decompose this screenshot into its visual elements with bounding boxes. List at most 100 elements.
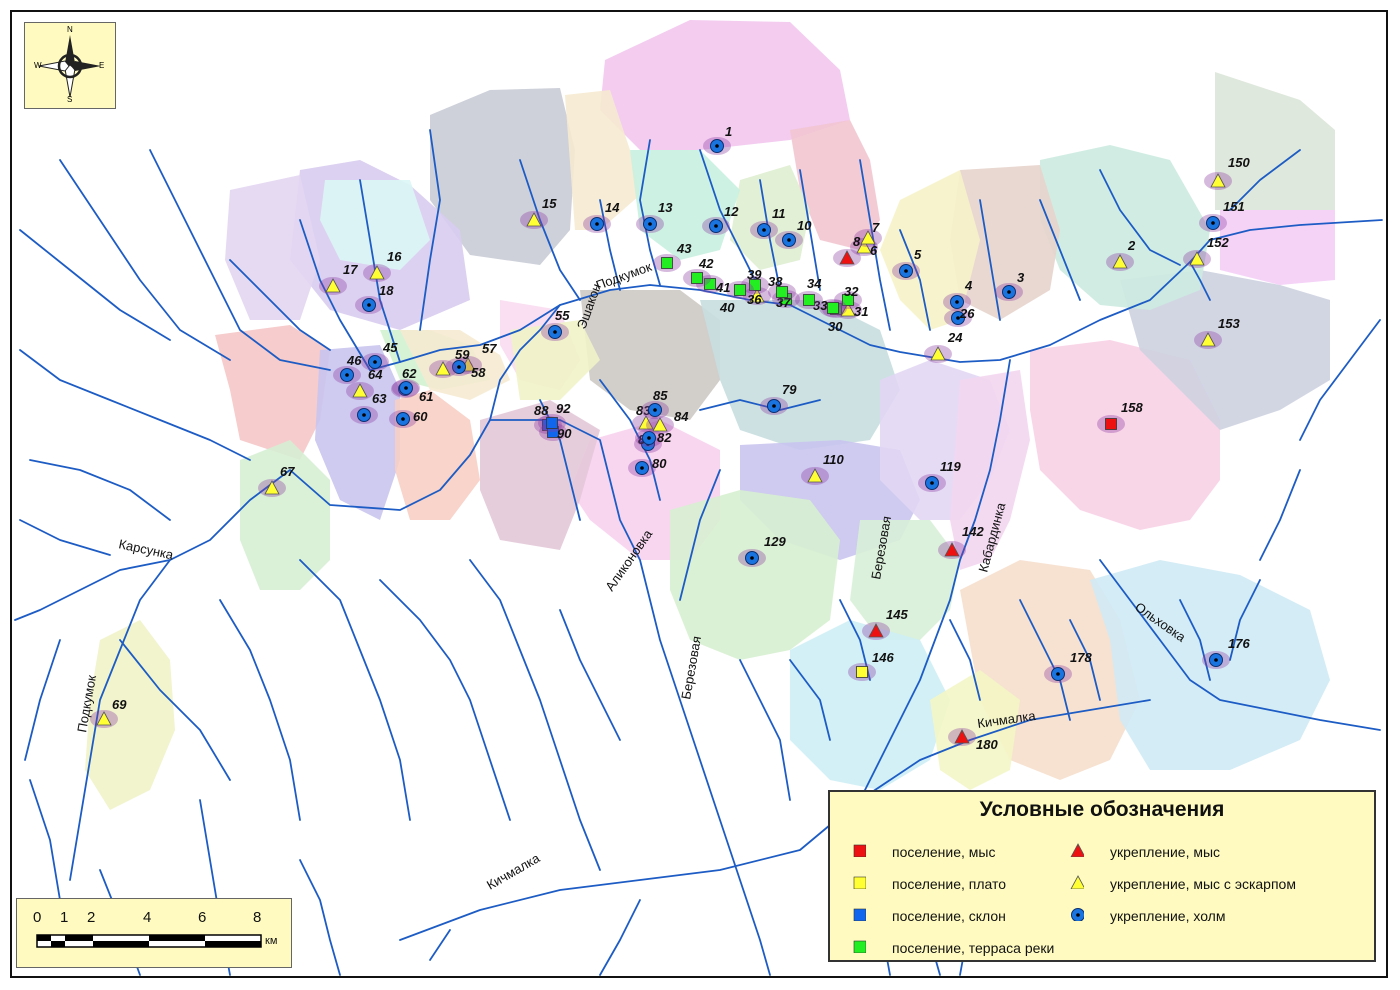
site-41[interactable]: 41 [696, 275, 730, 295]
river-line [559, 609, 621, 741]
site-62[interactable]: 62 [392, 366, 420, 397]
site-63[interactable]: 63 [350, 391, 387, 424]
catchment-zone [930, 670, 1020, 790]
site-17[interactable]: 17 [319, 262, 358, 295]
site-151[interactable]: 151 [1199, 199, 1245, 232]
hill-fort-dot [345, 373, 349, 377]
legend-label: поселение, мыс [892, 844, 996, 860]
site-59[interactable]: 59 [429, 347, 470, 378]
river-line [899, 229, 931, 331]
site-7[interactable]: 7 [854, 220, 882, 247]
site-2[interactable]: 2 [1106, 238, 1136, 271]
site-119[interactable]: 119 [918, 459, 961, 492]
site-58[interactable]: 58 [445, 358, 486, 380]
site-13[interactable]: 13 [636, 200, 673, 233]
site-142[interactable]: 142 [938, 524, 984, 559]
site-64[interactable]: 64 [346, 367, 383, 400]
site-85[interactable]: 85 [641, 388, 669, 419]
compass-icon [38, 35, 101, 98]
legend-symbol-icon [853, 876, 866, 889]
site-176[interactable]: 176 [1202, 636, 1250, 669]
site-14[interactable]: 14 [583, 200, 620, 233]
site-158[interactable]: 158 [1097, 400, 1143, 433]
site-60[interactable]: 60 [389, 409, 428, 428]
site-3[interactable]: 3 [995, 270, 1025, 301]
site-34[interactable]: 34 [795, 276, 823, 309]
river-line [519, 159, 581, 301]
site-26[interactable]: 26 [944, 306, 975, 327]
site-4[interactable]: 4 [943, 278, 973, 311]
site-145[interactable]: 145 [862, 607, 908, 640]
site-38[interactable]: 38 [768, 274, 796, 301]
site-42[interactable]: 42 [683, 256, 714, 287]
site-43[interactable]: 43 [653, 241, 692, 272]
river-line [469, 559, 601, 871]
site-11[interactable]: 11 [750, 206, 786, 239]
site-33[interactable]: 33 [813, 298, 847, 317]
site-83[interactable]: 83 [632, 403, 660, 432]
site-24[interactable]: 24 [924, 330, 963, 363]
site-31[interactable]: 31 [834, 301, 868, 319]
site-8[interactable]: 8 [833, 234, 861, 267]
site-152[interactable]: 152 [1183, 235, 1229, 268]
hill-fort-dot [772, 404, 776, 408]
site-79[interactable]: 79 [760, 382, 797, 415]
hill-fort-dot [401, 417, 405, 421]
site-1[interactable]: 1 [703, 124, 732, 155]
site-84[interactable]: 84 [646, 409, 689, 434]
site-36[interactable]: 36 [743, 287, 771, 307]
river-line [119, 639, 231, 781]
settlement-icon [734, 284, 746, 296]
site-12[interactable]: 12 [702, 204, 739, 235]
legend-label: укрепление, мыс с эскарпом [1110, 876, 1296, 892]
scale-tick: 6 [198, 909, 207, 926]
site-150[interactable]: 150 [1204, 155, 1250, 190]
site-39[interactable]: 39 [741, 267, 769, 294]
site-80[interactable]: 80 [628, 456, 667, 477]
site-10[interactable]: 10 [775, 218, 812, 249]
site-label: 88 [534, 403, 549, 418]
catchment-zone [510, 320, 600, 400]
settlement-icon [691, 272, 703, 284]
hill-fort-dot [762, 228, 766, 232]
escarp-fort-icon [1112, 254, 1128, 269]
site-16[interactable]: 16 [363, 249, 402, 282]
site-67[interactable]: 67 [258, 464, 295, 497]
site-45[interactable]: 45 [361, 340, 398, 371]
site-label: 84 [674, 409, 689, 424]
site-label: 41 [715, 280, 730, 295]
site-label: 119 [940, 459, 961, 474]
legend-label: укрепление, холм [1110, 908, 1226, 924]
site-15[interactable]: 15 [520, 196, 557, 229]
site-180[interactable]: 180 [948, 728, 998, 752]
river-line [1039, 199, 1081, 301]
site-69[interactable]: 69 [90, 697, 127, 728]
site-90[interactable]: 90 [539, 423, 572, 441]
site-18[interactable]: 18 [355, 283, 394, 314]
cape-fort-icon [839, 250, 855, 265]
site-40[interactable]: 40 [719, 281, 754, 315]
site-32[interactable]: 32 [834, 284, 862, 309]
site-46[interactable]: 46 [333, 353, 362, 384]
site-110[interactable]: 110 [801, 452, 844, 485]
hill-fort-dot [715, 144, 719, 148]
site-label: 145 [886, 607, 908, 622]
site-129[interactable]: 129 [738, 534, 786, 567]
escarp-fort-icon [749, 288, 765, 303]
escarp-fort-icon [638, 415, 654, 430]
site-label: 12 [724, 204, 739, 219]
hill-fort-dot [640, 466, 644, 470]
catchment-zone [790, 620, 950, 790]
site-label: 36 [747, 292, 762, 307]
site-92[interactable]: 92 [538, 401, 571, 432]
site-153[interactable]: 153 [1194, 316, 1240, 349]
site-178[interactable]: 178 [1044, 650, 1092, 683]
site-82[interactable]: 82 [635, 429, 672, 447]
catchment-zone [215, 325, 330, 460]
site-label: 39 [747, 267, 762, 282]
site-55[interactable]: 55 [541, 308, 570, 341]
site-label: 64 [368, 367, 383, 382]
site-5[interactable]: 5 [892, 247, 922, 280]
site-146[interactable]: 146 [848, 650, 894, 681]
compass-s: S [67, 95, 73, 104]
